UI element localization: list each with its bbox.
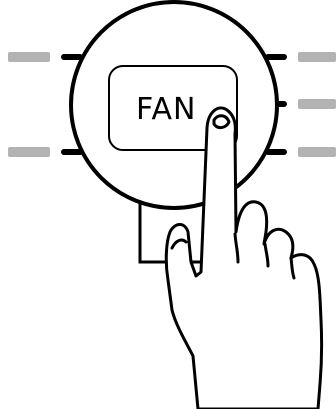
indicator-left-top [8,52,50,62]
indicator-right-bottom [298,147,336,157]
indicator-right-middle [298,99,336,109]
indicator-right-top [298,52,336,62]
fan-button-label: FAN [136,92,196,127]
indicator-left-bottom [8,147,50,157]
